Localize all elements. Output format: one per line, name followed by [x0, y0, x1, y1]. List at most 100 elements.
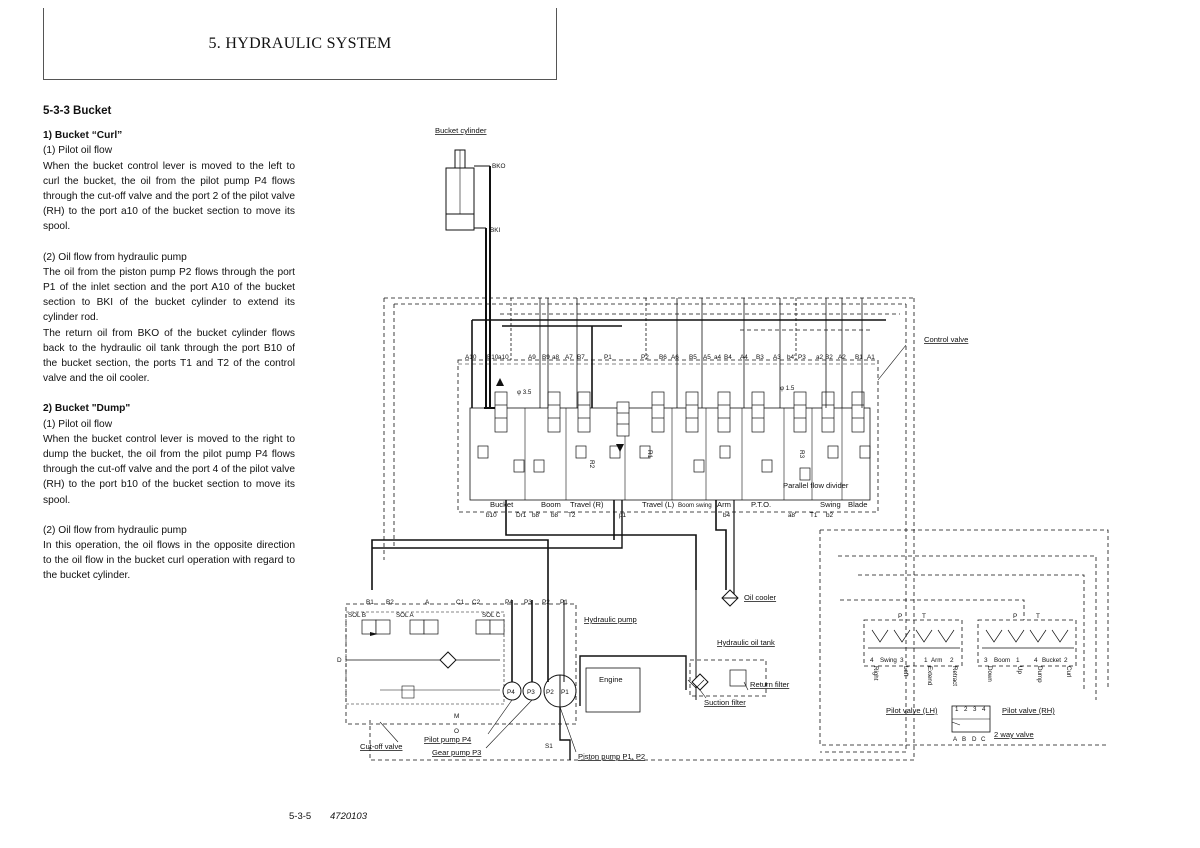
- cutoff-valve-label: Cut-off valve: [360, 742, 403, 751]
- port-label: 4: [1034, 657, 1038, 664]
- port-label: 4: [870, 657, 874, 664]
- port-label: M: [454, 713, 459, 720]
- dump-pilot-text: When the bucket control lever is moved t…: [43, 433, 295, 506]
- pump-label: P2: [546, 689, 554, 696]
- port-label: b4': [787, 354, 795, 361]
- direction-label: Right: [872, 666, 879, 681]
- oil-cooler-symbol: [721, 589, 739, 607]
- port-label: 4: [982, 706, 986, 713]
- dump-pilot-subheading: (1) Pilot oil flow: [43, 418, 113, 430]
- bucket-cylinder: [445, 149, 490, 231]
- port-label: p1: [619, 512, 627, 519]
- port-label: b2: [826, 512, 834, 519]
- port-label: A4: [740, 354, 748, 361]
- page-title: 5. HYDRAULIC SYSTEM: [208, 35, 392, 52]
- port-label: B10: [487, 354, 499, 361]
- parallel-flow-divider-label: Parallel flow divider: [783, 481, 849, 490]
- port-label: D: [972, 736, 977, 743]
- port-label: A5: [703, 354, 711, 361]
- bucket-cylinder-label: Bucket cylinder: [435, 126, 487, 135]
- port-label: C2: [472, 599, 481, 606]
- hydraulic-pump-label: Hydraulic pump: [584, 615, 637, 624]
- section-label: Blade: [848, 500, 867, 509]
- direction-label: Arm: [931, 657, 942, 664]
- section-label: Boom: [541, 500, 561, 509]
- port-label: B5: [689, 354, 697, 361]
- port-label: A10: [465, 354, 477, 361]
- text-column: 5-3-3 Bucket 1) Bucket “Curl” (1) Pilot …: [43, 104, 295, 584]
- port-label: P2: [641, 354, 649, 361]
- port-label: a10: [498, 354, 509, 361]
- port-label: C1: [456, 599, 465, 606]
- port-label: A: [953, 736, 958, 743]
- port-label: O: [454, 728, 459, 735]
- port-label: B4: [724, 354, 732, 361]
- port-label: C: [981, 736, 986, 743]
- port-label: b8': [532, 512, 540, 519]
- direction-label: Swing: [880, 657, 897, 664]
- port-label: 2: [964, 706, 968, 713]
- solenoid-label: SOL C: [482, 612, 501, 619]
- curl-pump-subheading: (2) Oil flow from hydraulic pump: [43, 251, 187, 263]
- port-label: Dr1: [516, 512, 527, 519]
- section-title: 5-3-3 Bucket: [43, 105, 112, 117]
- pilot-valve-lh-label: Pilot valve (LH): [886, 706, 938, 715]
- port-label: A2: [838, 354, 846, 361]
- port-label: P2: [542, 599, 550, 606]
- section-label: Travel (L): [642, 500, 675, 509]
- port-label: b8: [551, 512, 559, 519]
- port-label: T1: [810, 512, 818, 519]
- engine-frame: [585, 667, 641, 713]
- solenoid-label: SOL B: [348, 612, 366, 619]
- direction-label: Curl: [1065, 666, 1072, 677]
- port-label: T: [922, 613, 926, 620]
- port-label: D: [337, 657, 342, 664]
- pump-label: P1: [561, 689, 569, 696]
- port-label: 1: [924, 657, 928, 664]
- port-label: b4: [723, 512, 731, 519]
- direction-label: Extend: [926, 666, 933, 686]
- dump-pump-subheading: (2) Oil flow from hydraulic pump: [43, 524, 187, 536]
- relief-label: R2: [588, 460, 595, 469]
- port-label: 3: [984, 657, 988, 664]
- curl-heading: 1) Bucket “Curl”: [43, 130, 123, 142]
- direction-label: Retract: [951, 666, 958, 686]
- section-label: Travel (R): [570, 500, 604, 509]
- port-label: A1: [867, 354, 875, 361]
- port-label: 1: [1016, 657, 1020, 664]
- bki-port-label: BKI: [490, 227, 501, 234]
- bko-port-label: BKO: [492, 163, 506, 170]
- pump-label: P3: [527, 689, 535, 696]
- pilot-valve-lh-frame: [863, 619, 963, 667]
- port-label: 3: [900, 657, 904, 664]
- oil-cooler-label: Oil cooler: [744, 593, 777, 602]
- solenoid-valves: [361, 619, 505, 635]
- direction-label: Left: [902, 666, 909, 677]
- hydraulic-oil-tank-frame: [689, 659, 767, 697]
- port-label: T2: [568, 512, 576, 519]
- section-check-valves: [477, 445, 871, 481]
- pump-label: P4: [507, 689, 515, 696]
- curl-pump-text-1: The oil from the piston pump P2 flows th…: [43, 266, 295, 324]
- direction-label: Boom: [994, 657, 1010, 664]
- two-way-valve-label: 2 way valve: [994, 730, 1034, 739]
- port-label: B6: [659, 354, 667, 361]
- port-label: P1: [604, 354, 612, 361]
- piston-pump-label: Piston pump P1, P2: [578, 752, 645, 761]
- port-label: P4: [505, 599, 513, 606]
- port-label: A: [425, 599, 430, 606]
- port-label: B2: [386, 599, 394, 606]
- direction-label: Bucket: [1042, 657, 1061, 664]
- control-valve-frame: [457, 359, 879, 513]
- port-label: 2: [1064, 657, 1068, 664]
- port-label: B7: [577, 354, 585, 361]
- port-label: B9: [542, 354, 550, 361]
- section-label: Swing: [820, 500, 841, 509]
- port-label: 2: [950, 657, 954, 664]
- direction-label: Up: [1016, 666, 1023, 674]
- phi35-label: φ 3.5: [517, 389, 532, 396]
- port-label: A9: [528, 354, 536, 361]
- relief-label: R3: [798, 450, 805, 459]
- section-label: Boom swing: [678, 502, 712, 509]
